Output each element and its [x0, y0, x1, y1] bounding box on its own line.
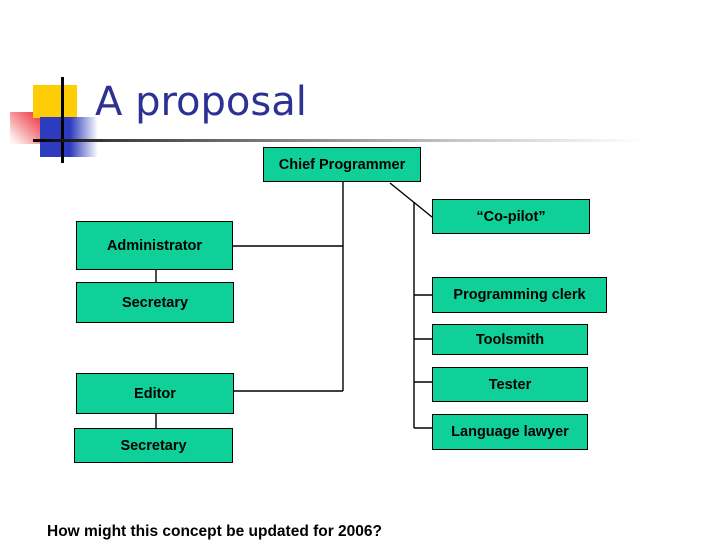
decoration-yellow-square: [33, 85, 77, 118]
org-node-chief-programmer: Chief Programmer: [263, 147, 421, 182]
org-node-editor: Editor: [76, 373, 234, 414]
org-node-secretary-admin: Secretary: [76, 282, 234, 323]
decoration-blue-square: [40, 117, 98, 157]
org-node-toolsmith: Toolsmith: [432, 324, 588, 355]
org-node-programming-clerk: Programming clerk: [432, 277, 607, 313]
decoration-cross-line: [61, 77, 64, 163]
footer-line-1: How might this concept be updated for 20…: [47, 523, 383, 540]
org-node-administrator: Administrator: [76, 221, 233, 270]
footer-questions: How might this concept be updated for 20…: [47, 476, 589, 540]
org-node-secretary-editor: Secretary: [74, 428, 233, 463]
org-node-language-lawyer: Language lawyer: [432, 414, 588, 450]
slide-title: A proposal: [95, 79, 307, 125]
connector-chief-copilot-diagonal: [389, 182, 433, 218]
title-underline-rule: [33, 139, 669, 142]
org-node-tester: Tester: [432, 367, 588, 402]
org-node-co-pilot: “Co-pilot”: [432, 199, 590, 234]
